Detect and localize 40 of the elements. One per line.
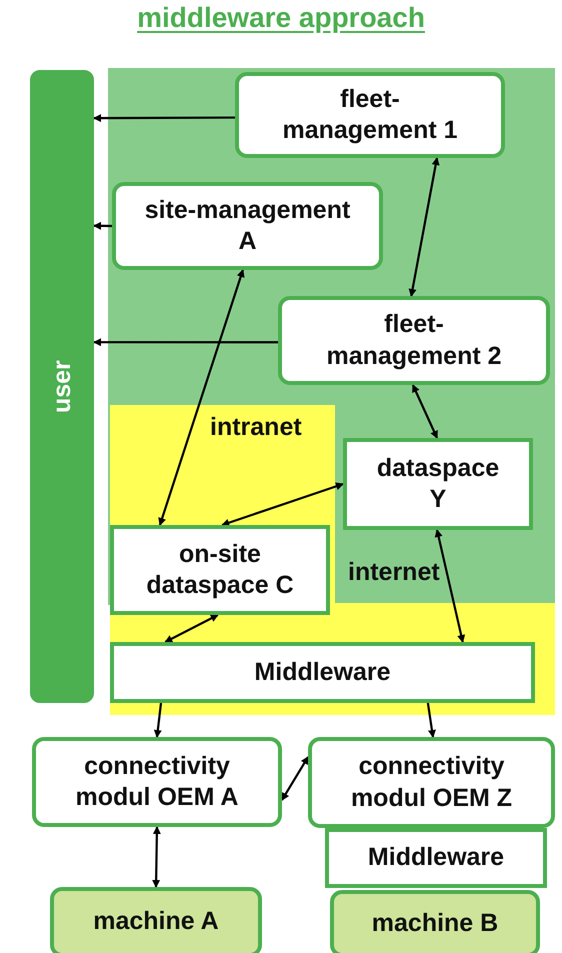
actor-bar (30, 70, 94, 703)
diagram-title: middleware approach (136, 2, 426, 34)
arrow (434, 529, 466, 643)
machine-box (330, 890, 540, 953)
component-box (112, 182, 383, 270)
arrow (93, 222, 112, 230)
node-label: Middleware (368, 842, 504, 874)
node-label: dataspace Y (376, 452, 500, 515)
arrow (408, 157, 440, 297)
arrow (281, 756, 309, 801)
zone-label: internet (348, 558, 440, 587)
node-label: on-site dataspace C (145, 538, 295, 601)
component-box (343, 438, 533, 530)
component-box (32, 737, 282, 827)
component-box (308, 737, 555, 828)
arrow (426, 702, 436, 738)
node-label: user (46, 360, 76, 413)
node-label: connectivity modul OEM Z (350, 751, 514, 814)
arrow (164, 614, 219, 643)
arrow (158, 269, 245, 526)
arrow (93, 114, 235, 122)
node-label: machine A (93, 906, 219, 938)
component-box (278, 296, 550, 385)
component-box (110, 525, 330, 615)
arrow (412, 384, 438, 439)
node-label: fleet-management 2 (325, 309, 503, 372)
node-label: machine B (372, 908, 498, 939)
node-label: fleet-management 1 (281, 84, 459, 146)
component-box (235, 72, 505, 158)
node-label: connectivity modul OEM A (74, 750, 240, 813)
arrow (221, 482, 344, 527)
node-label: site-management A (144, 194, 351, 257)
arrow (93, 338, 278, 346)
component-box (325, 828, 547, 888)
arrow (152, 826, 161, 888)
node-label: Middleware (254, 656, 391, 688)
zone-label: intranet (210, 413, 302, 442)
arrow (154, 702, 162, 738)
machine-box (50, 887, 262, 953)
component-box (110, 642, 535, 703)
